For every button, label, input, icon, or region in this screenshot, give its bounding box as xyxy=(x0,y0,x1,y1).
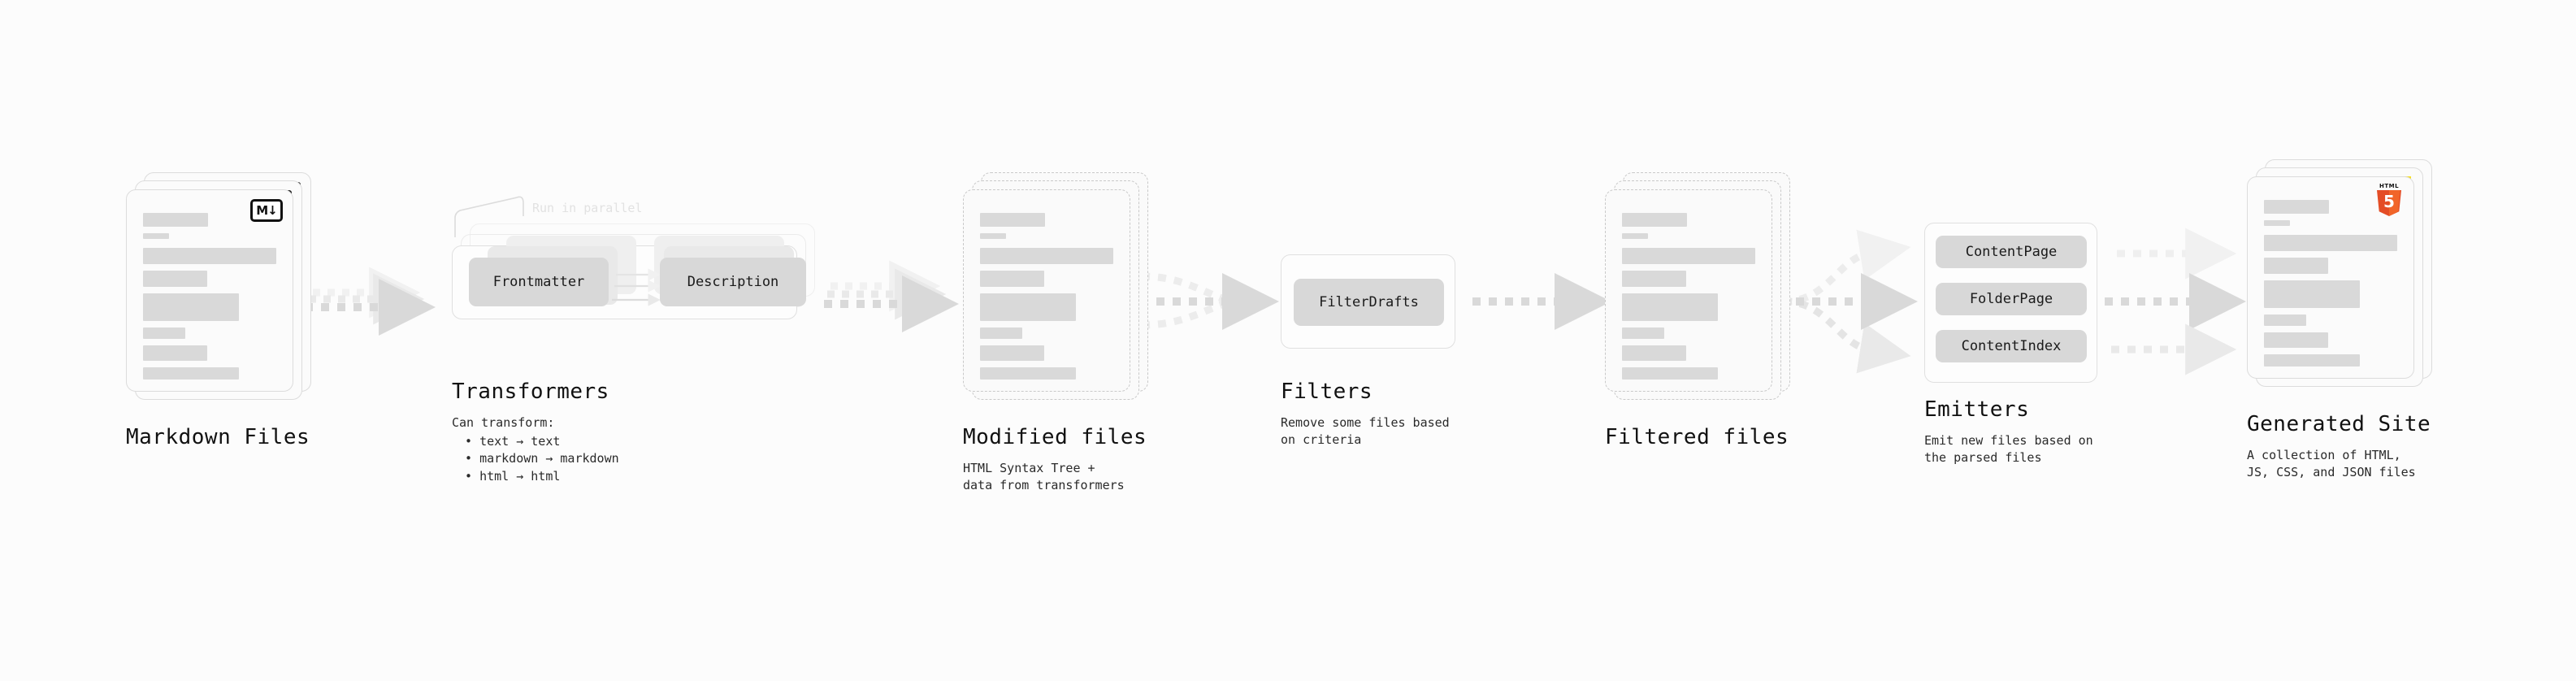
transform-item: text → text xyxy=(465,433,619,450)
stage-subtitle: Emit new files based on the parsed files xyxy=(1924,432,2093,466)
html5-shield: 5 xyxy=(2377,190,2401,216)
emitter-chip-folderpage[interactable]: FolderPage xyxy=(1936,283,2087,315)
stage-subtitle: HTML Syntax Tree + data from transformer… xyxy=(963,460,1125,493)
stage-subtitle: A collection of HTML, JS, CSS, and JSON … xyxy=(2247,447,2416,480)
transformer-chip-description[interactable]: Description xyxy=(660,258,806,306)
emitters-caption: Emitters Emit new files based on the par… xyxy=(1924,397,2093,466)
emitter-chip-contentindex[interactable]: ContentIndex xyxy=(1936,330,2087,362)
transform-item: html → html xyxy=(465,468,619,485)
html5-five: 5 xyxy=(2383,191,2395,211)
stage-subtitle: Remove some files based on criteria xyxy=(1281,414,1450,448)
run-in-parallel-label: Run in parallel xyxy=(532,201,643,215)
stage-title: Filtered files xyxy=(1605,425,1789,449)
filter-chip-filterdrafts[interactable]: FilterDrafts xyxy=(1294,279,1444,326)
arrow-transformers-to-modified xyxy=(824,260,959,332)
transformers-caption: Transformers Can transform: text → text … xyxy=(452,380,619,485)
paper-sheet-front: HTML 5 xyxy=(2247,176,2414,379)
paper-sheet-front: M↓ xyxy=(126,189,293,392)
filtered-files-caption: Filtered files xyxy=(1605,425,1789,450)
generated-site-caption: Generated Site A collection of HTML, JS,… xyxy=(2247,412,2431,481)
modified-files-caption: Modified files HTML Syntax Tree + data f… xyxy=(963,425,1147,494)
stage-title: Transformers xyxy=(452,380,609,404)
transform-list: text → text markdown → markdown html → h… xyxy=(452,433,619,485)
stage-subtitle: Can transform: text → text markdown → ma… xyxy=(452,414,619,485)
content-placeholder-lines xyxy=(980,213,1113,386)
markdown-files-caption: Markdown Files xyxy=(126,425,310,450)
content-placeholder-lines xyxy=(1622,213,1755,386)
transform-item: markdown → markdown xyxy=(465,450,619,467)
stage-title: Filters xyxy=(1281,380,1373,404)
transformer-chip-frontmatter[interactable]: Frontmatter xyxy=(469,258,609,306)
arrow-modified-to-filters xyxy=(1140,272,1279,330)
content-placeholder-lines xyxy=(143,213,276,386)
paper-sheet-front xyxy=(1605,189,1772,392)
html5-label: HTML xyxy=(2379,183,2400,189)
emitter-chip-contentpage[interactable]: ContentPage xyxy=(1936,236,2087,268)
stage-title: Markdown Files xyxy=(126,425,310,449)
content-placeholder-lines xyxy=(2264,200,2397,373)
filters-caption: Filters Remove some files based on crite… xyxy=(1281,380,1450,449)
markdown-icon: M↓ xyxy=(250,199,283,222)
stage-title: Generated Site xyxy=(2247,412,2431,436)
html5-icon: HTML 5 xyxy=(2374,184,2404,216)
paper-sheet-front xyxy=(963,189,1130,392)
arrow-markdown-to-transformers xyxy=(305,267,436,336)
stage-title: Emitters xyxy=(1924,397,2030,422)
transform-heading: Can transform: xyxy=(452,414,555,430)
arrow-emitters-to-site xyxy=(2105,228,2246,375)
arrow-filtered-to-emitters xyxy=(1780,229,1918,374)
stage-title: Modified files xyxy=(963,425,1147,449)
